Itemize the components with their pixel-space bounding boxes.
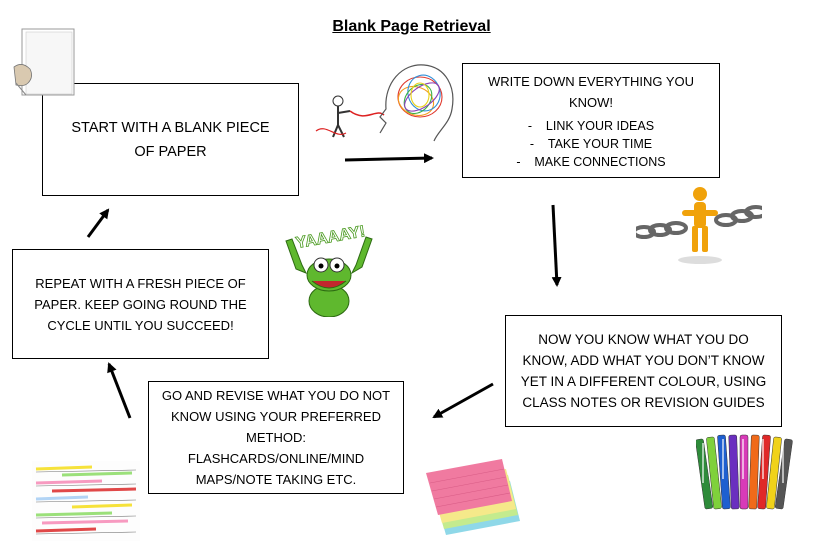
step-write-heading: WRITE DOWN EVERYTHING YOU KNOW! — [487, 73, 695, 110]
kermit-icon: YAAAAY! — [285, 223, 373, 317]
blank-paper-icon — [13, 28, 75, 96]
arrow-start-to-write — [344, 153, 434, 164]
step-start-text: START WITH A BLANK PIECE OF PAPER — [71, 119, 270, 160]
brain-scribble-icon — [306, 53, 460, 145]
yaaaay-text: YAAAAY! — [295, 223, 367, 252]
pens-icon — [696, 434, 793, 510]
arrow-repeat-to-start — [86, 208, 110, 238]
step-start-box: START WITH A BLANK PIECE OF PAPER — [42, 83, 299, 196]
step-add-box: NOW YOU KNOW WHAT YOU DO KNOW, ADD WHAT … — [505, 315, 782, 427]
step-write-box: WRITE DOWN EVERYTHING YOU KNOW! -LINK YO… — [462, 63, 720, 178]
list-item: -MAKE CONNECTIONS — [516, 154, 666, 169]
step-write-list: -LINK YOUR IDEAS -TAKE YOUR TIME -MAKE C… — [516, 117, 665, 171]
arrow-add-to-revise — [432, 382, 494, 419]
step-add-text: NOW YOU KNOW WHAT YOU DO KNOW, ADD WHAT … — [520, 332, 767, 410]
step-repeat-text: REPEAT WITH A FRESH PIECE OF PAPER. KEEP… — [34, 275, 247, 333]
chain-icon — [636, 180, 762, 268]
notes-icon — [32, 461, 140, 541]
flashcards-icon — [426, 459, 520, 535]
arrow-revise-to-repeat — [107, 362, 132, 419]
arrow-write-to-add — [551, 204, 562, 287]
step-revise-box: GO AND REVISE WHAT YOU DO NOT KNOW USING… — [148, 381, 404, 494]
page-title: Blank Page Retrieval — [332, 18, 491, 35]
step-repeat-box: REPEAT WITH A FRESH PIECE OF PAPER. KEEP… — [12, 249, 269, 359]
list-item: -LINK YOUR IDEAS — [527, 118, 655, 133]
list-item: -TAKE YOUR TIME — [529, 136, 653, 151]
step-revise-text: GO AND REVISE WHAT YOU DO NOT KNOW USING… — [161, 388, 391, 487]
